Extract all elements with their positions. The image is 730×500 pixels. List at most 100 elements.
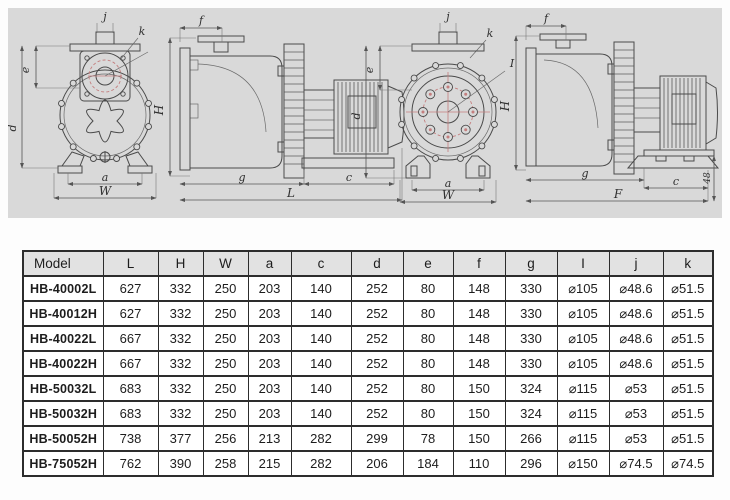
model-cell: HB-40022L (22, 325, 104, 352)
side-view-pump-b: f H g c F 48 (498, 12, 720, 203)
table-cell: 206 (350, 450, 404, 477)
front-view-pump-b: j k I e d a W (350, 10, 515, 204)
model-cell: HB-50032L (22, 375, 104, 402)
dim-label-k: k (487, 27, 494, 40)
table-row: HB-50032H 683 332 250 203 140 252 80 150… (22, 400, 714, 427)
table-row: HB-40002L 627 332 250 203 140 252 80 148… (22, 275, 714, 302)
table-cell: 332 (157, 325, 204, 352)
table-header: Model L H W a c d e f g I j k (22, 250, 714, 277)
dim-label-l: L (286, 186, 295, 200)
table-cell: 148 (452, 350, 506, 377)
model-cell: HB-50032H (22, 400, 104, 427)
table-cell: 252 (350, 325, 404, 352)
mounting-feet (405, 155, 491, 179)
table-cell: 252 (350, 350, 404, 377)
table-row: HB-50032L 683 332 250 203 140 252 80 150… (22, 375, 714, 402)
table-cell: 256 (202, 425, 249, 452)
table-cell: 80 (402, 275, 454, 302)
table-cell: 258 (202, 450, 249, 477)
header-i: I (556, 250, 610, 277)
table-row: HB-75052H 762 390 258 215 282 206 184 11… (22, 450, 714, 477)
clamp-ring (607, 41, 635, 175)
table-cell: ⌀51.5 (662, 425, 714, 452)
table-cell: 80 (402, 325, 454, 352)
table-cell: 683 (102, 375, 159, 402)
dim-label-w: W (442, 188, 456, 202)
table-cell: ⌀105 (556, 300, 610, 327)
table-cell: ⌀74.5 (662, 450, 714, 477)
model-cell: HB-40002L (22, 275, 104, 302)
table-cell: 80 (402, 375, 454, 402)
header-w: W (202, 250, 249, 277)
table-row: HB-40022L 667 332 250 203 140 252 80 148… (22, 325, 714, 352)
table-cell: 299 (350, 425, 404, 452)
pump-dimension-table: Model L H W a c d e f g I j k HB-40002 (22, 250, 714, 477)
table-cell: 150 (452, 400, 506, 427)
dim-label-e: e (363, 66, 376, 73)
motor-pedestal (626, 149, 720, 169)
header-d: d (350, 250, 404, 277)
table-cell: ⌀115 (556, 425, 610, 452)
motor-end-cap (705, 81, 718, 145)
motor-nameplate (347, 95, 377, 129)
shaft-bracket (633, 87, 661, 133)
table-cell: 203 (247, 350, 292, 377)
dim-label-c: c (346, 171, 352, 184)
table-cell: 252 (350, 400, 404, 427)
table-cell: 203 (247, 300, 292, 327)
table-row: HB-50052H 738 377 256 213 282 299 78 150… (22, 425, 714, 452)
inlet-flange (539, 33, 587, 49)
table-cell: ⌀53 (608, 425, 664, 452)
table-cell: ⌀74.5 (608, 450, 664, 477)
table-cell: 110 (452, 450, 506, 477)
table-cell: 250 (202, 325, 249, 352)
table-cell: ⌀115 (556, 375, 610, 402)
table-cell: 282 (290, 450, 352, 477)
dim-label-i: I (509, 57, 515, 70)
table-cell: 80 (402, 400, 454, 427)
table-cell: ⌀115 (556, 400, 610, 427)
side-view-pump-a: f H g c L (152, 14, 405, 202)
table-cell: 140 (290, 350, 352, 377)
table-cell: 332 (157, 300, 204, 327)
dimensions-front-a: j k e d a W (8, 10, 157, 200)
table-cell: ⌀51.5 (662, 275, 714, 302)
table-cell: ⌀53 (608, 375, 664, 402)
dim-label-h: H (152, 104, 166, 116)
rim-bolts (398, 62, 498, 162)
motor (333, 79, 405, 155)
table-row: HB-40012H 627 332 250 203 140 252 80 148… (22, 300, 714, 327)
table-cell: ⌀51.5 (662, 350, 714, 377)
dim-label-w: W (99, 184, 113, 198)
table-cell: 252 (350, 275, 404, 302)
table-cell: ⌀48.6 (608, 300, 664, 327)
table-cell: 203 (247, 275, 292, 302)
table-cell: 250 (202, 400, 249, 427)
table-cell: 330 (504, 325, 558, 352)
table-cell: 252 (350, 375, 404, 402)
table-cell: 332 (157, 350, 204, 377)
header-a: a (247, 250, 292, 277)
table-cell: ⌀48.6 (608, 275, 664, 302)
table-cell: 762 (102, 450, 159, 477)
table-cell: 296 (504, 450, 558, 477)
table-cell: 332 (157, 400, 204, 427)
table-cell: 330 (504, 350, 558, 377)
table-cell: 148 (452, 325, 506, 352)
front-view-pump-a: j k e d a W (8, 10, 157, 200)
table-cell: 330 (504, 300, 558, 327)
motor (659, 75, 718, 151)
table-cell: 332 (157, 275, 204, 302)
table-cell: ⌀53 (608, 400, 664, 427)
flange-face (406, 39, 506, 152)
dim-label-48: 48 (703, 172, 713, 185)
table-cell: 250 (202, 275, 249, 302)
table-cell: 250 (202, 350, 249, 377)
table-cell: ⌀48.6 (608, 350, 664, 377)
table-cell: 667 (102, 350, 159, 377)
table-cell: 213 (247, 425, 292, 452)
table-cell: 250 (202, 375, 249, 402)
header-row: Model L H W a c d e f g I j k (22, 250, 714, 277)
spec-table-container: Model L H W a c d e f g I j k HB-40002 (22, 250, 714, 477)
